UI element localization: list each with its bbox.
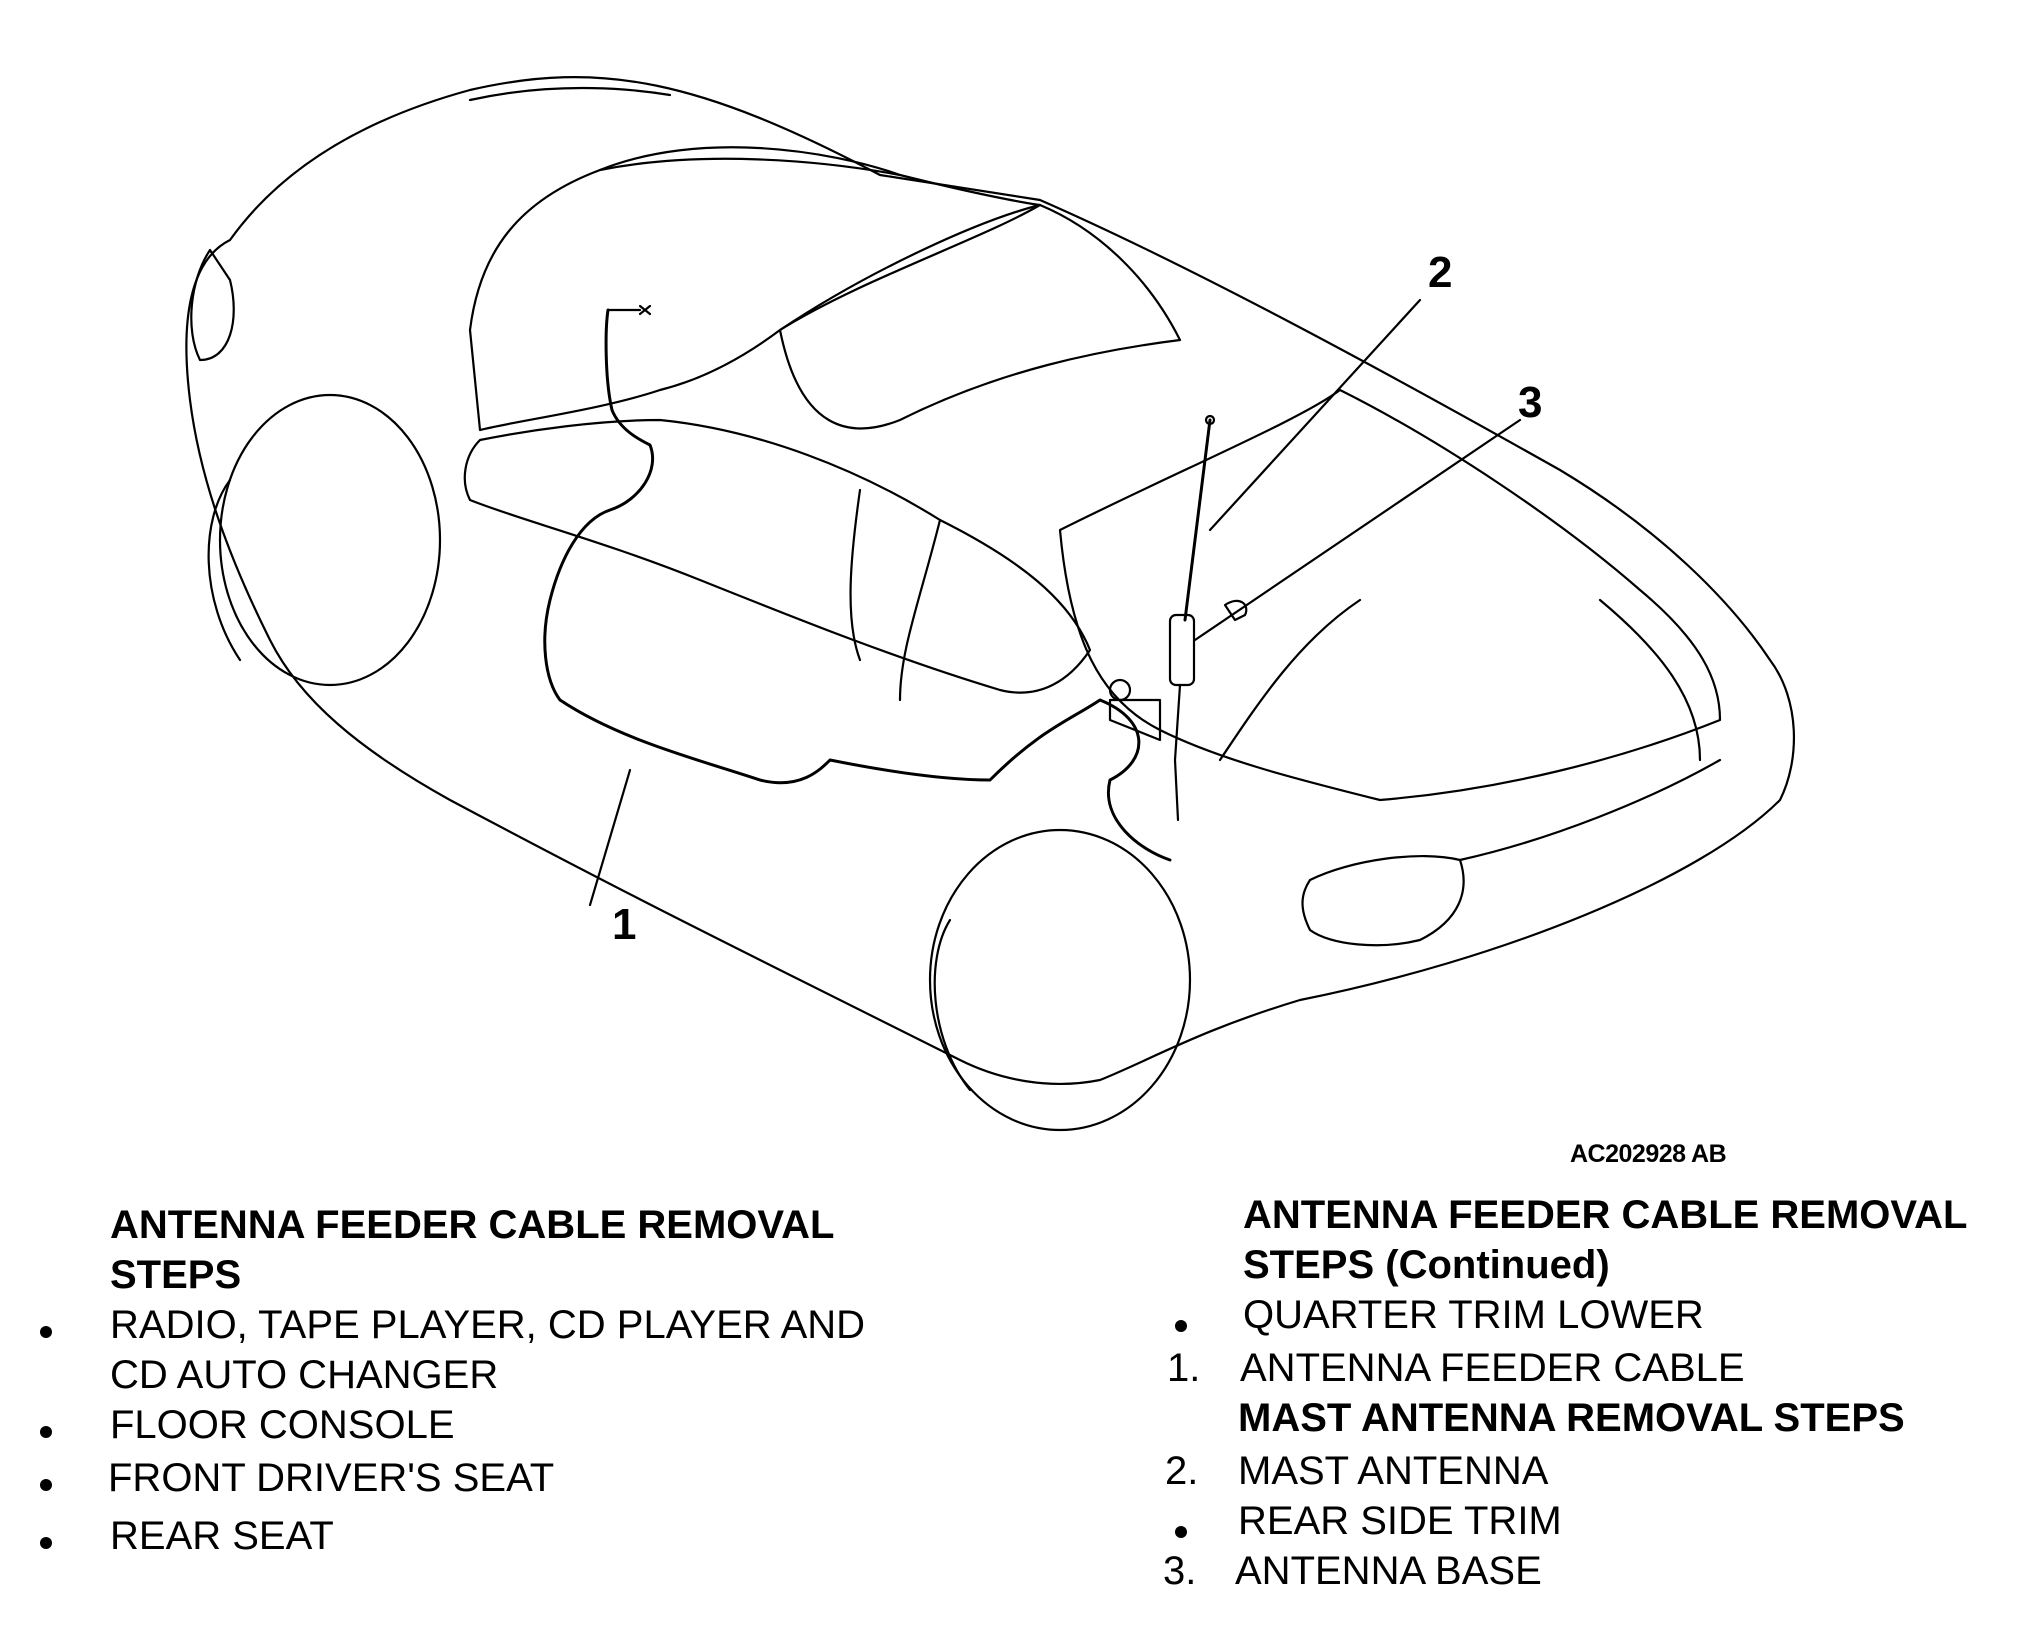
mast-antenna (1183, 418, 1212, 622)
leader-line-1 (588, 768, 632, 907)
left-heading-line2: STEPS (110, 1253, 242, 1297)
left-heading-line1: ANTENNA FEEDER CABLE REMOVAL (110, 1203, 835, 1247)
figure-id: AC202928 AB (1570, 1140, 1727, 1168)
car-tail-lamp (1301, 855, 1465, 947)
step-number: 3. (1163, 1549, 1197, 1593)
step-rear-side-trim: REAR SIDE TRIM (1175, 1496, 1962, 1546)
step-radio: RADIO, TAPE PLAYER, CD PLAYER AND CD AUT… (40, 1300, 865, 1400)
bullet-marker (40, 1537, 52, 1549)
car-antenna-illustration (185, 76, 1796, 1132)
step-3-antenna-base: 3. ANTENNA BASE (1163, 1546, 1959, 1596)
bullet-marker (1175, 1320, 1187, 1332)
car-roof (468, 157, 1042, 432)
leader-line-3 (1193, 418, 1522, 642)
bullet-marker (40, 1426, 52, 1438)
bullet-marker (40, 1326, 52, 1338)
step-rear-seat: REAR SEAT (40, 1511, 865, 1561)
front-wheel (218, 393, 442, 687)
right-heading-line2: STEPS (Continued) (1243, 1243, 1610, 1287)
mast-antenna-heading: MAST ANTENNA REMOVAL STEPS (1238, 1396, 1905, 1440)
right-steps-column: ANTENNA FEEDER CABLE REMOVAL STEPS (Cont… (0, 1190, 1967, 1596)
bullet-marker (1175, 1526, 1187, 1538)
callout-3: 3 (1518, 378, 1543, 427)
leader-line-2 (1208, 298, 1422, 532)
car-side-windows (463, 418, 1092, 694)
step-number: 1. (1167, 1346, 1201, 1390)
step-1-antenna-feeder-cable: 1. ANTENNA FEEDER CABLE (1167, 1343, 1964, 1393)
car-windshield (778, 203, 1182, 430)
step-number: 2. (1165, 1449, 1199, 1493)
callout-2: 2 (1428, 248, 1453, 297)
bullet-marker (40, 1479, 52, 1491)
step-floor-console: FLOOR CONSOLE (40, 1400, 865, 1450)
antenna-base (1168, 613, 1196, 687)
left-steps-column: ANTENNA FEEDER CABLE REMOVAL STEPS RADIO… (0, 1200, 865, 1561)
rear-wheel (928, 828, 1192, 1132)
right-heading-line1: ANTENNA FEEDER CABLE REMOVAL (1243, 1193, 1968, 1237)
step-2-mast-antenna: 2. MAST ANTENNA (1165, 1446, 1962, 1496)
step-front-drivers-seat: FRONT DRIVER'S SEAT (40, 1453, 863, 1503)
step-quarter-trim-lower: QUARTER TRIM LOWER (1175, 1290, 1967, 1340)
callout-1: 1 (612, 900, 637, 949)
feeder-cable (543, 308, 1172, 862)
car-body-outline (185, 76, 1796, 1085)
